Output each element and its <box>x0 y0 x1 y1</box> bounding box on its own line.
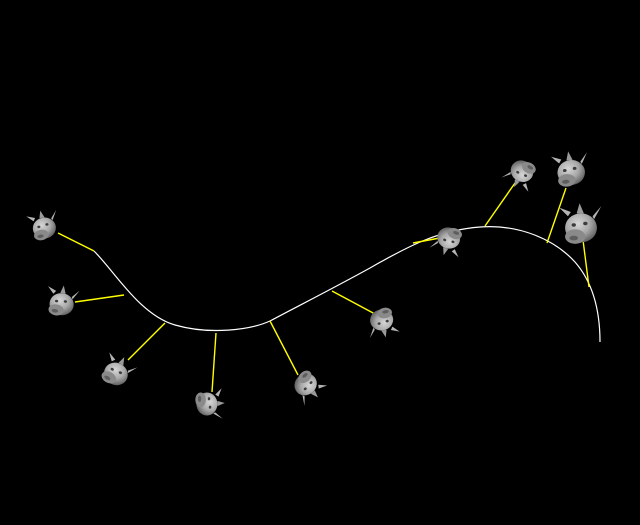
connector-line <box>74 294 125 303</box>
connector-line <box>331 290 376 315</box>
cow-head-icon[interactable] <box>550 149 590 188</box>
cow-head-icon[interactable] <box>428 222 468 261</box>
cow-head-icon[interactable] <box>559 203 602 244</box>
connector-line <box>57 232 95 252</box>
cow-head-icon[interactable] <box>25 207 61 243</box>
connector-line <box>546 187 567 244</box>
connector-line <box>127 322 166 361</box>
connector-line <box>269 320 299 376</box>
sweep-curve <box>93 226 601 343</box>
connector-line <box>211 332 217 393</box>
cow-head-icon[interactable] <box>195 388 225 419</box>
cow-head-icon[interactable] <box>286 365 330 408</box>
cow-head-models <box>25 149 602 419</box>
connector-line <box>484 182 516 227</box>
connector-line <box>582 239 590 288</box>
connector-lines <box>57 182 590 393</box>
cow-head-icon[interactable] <box>43 282 81 319</box>
cow-head-icon[interactable] <box>500 153 542 195</box>
